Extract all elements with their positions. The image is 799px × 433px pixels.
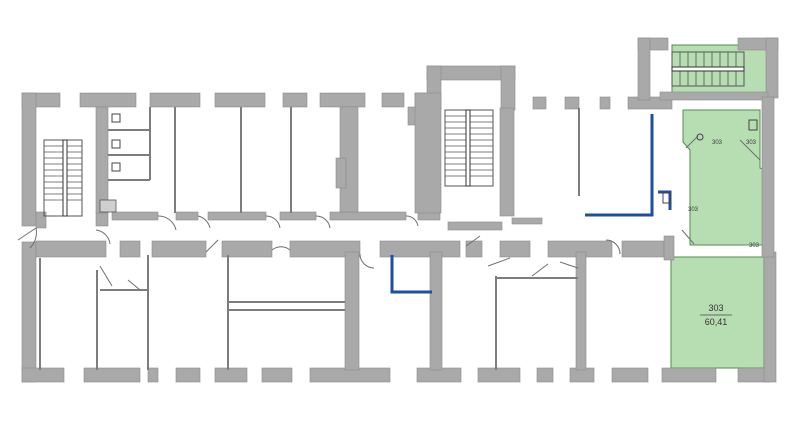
- stairs-center: [444, 109, 494, 187]
- toilet-icon: [662, 192, 672, 204]
- stairs-top-right: [671, 51, 745, 87]
- wc-fixtures: [99, 113, 758, 213]
- stairs-left: [43, 139, 83, 217]
- toilet-icon: [111, 162, 121, 172]
- sink-icon: [696, 133, 704, 141]
- exterior-walls: [21, 37, 779, 383]
- room-303-upper[interactable]: [682, 109, 773, 246]
- room-area: 60,41: [705, 317, 728, 327]
- room-tag: 303: [712, 140, 723, 146]
- corridor-walls: [35, 92, 675, 371]
- room-number: 303: [708, 303, 723, 313]
- toilet-icon: [748, 119, 758, 131]
- room-tag: 303: [688, 207, 699, 213]
- room-tag: 303: [746, 140, 757, 146]
- room-303-main[interactable]: [670, 256, 765, 369]
- doors: [17, 135, 761, 291]
- sink-icon: [99, 199, 117, 213]
- room-tag: 303: [749, 243, 760, 249]
- blue-partitions: [390, 114, 672, 294]
- room-303-label: 303 60,41: [700, 303, 732, 327]
- toilet-icon: [111, 139, 121, 149]
- interior-partitions: [39, 107, 580, 370]
- toilet-icon: [111, 113, 121, 123]
